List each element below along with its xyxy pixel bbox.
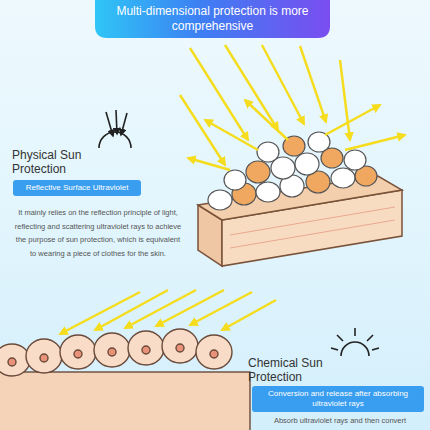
skin-block <box>198 176 402 266</box>
body-text: Absorb ultraviolet rays and then convert <box>252 416 428 426</box>
absorb-icon <box>331 328 379 356</box>
pill-text: Conversion and release after absorbing u… <box>257 389 419 409</box>
uv-rays <box>180 45 405 170</box>
pill-text: Reflective Surface Ultraviolet <box>18 183 136 193</box>
section-heading: Physical Sun Protection <box>12 148 107 176</box>
skin-cells <box>0 329 250 430</box>
title-banner <box>95 0 330 38</box>
body-text: It mainly relies on the reflection princ… <box>12 206 184 260</box>
title-text: Multi-dimensional protection is more com… <box>105 4 320 34</box>
uv-rays <box>60 290 276 334</box>
section-heading: Chemical Sun Protection <box>248 356 348 384</box>
label-pill: Conversion and release after absorbing u… <box>252 386 424 412</box>
label-pill: Reflective Surface Ultraviolet <box>13 180 141 196</box>
sunscreen-particles <box>208 132 377 210</box>
reflect-icon <box>99 110 131 148</box>
